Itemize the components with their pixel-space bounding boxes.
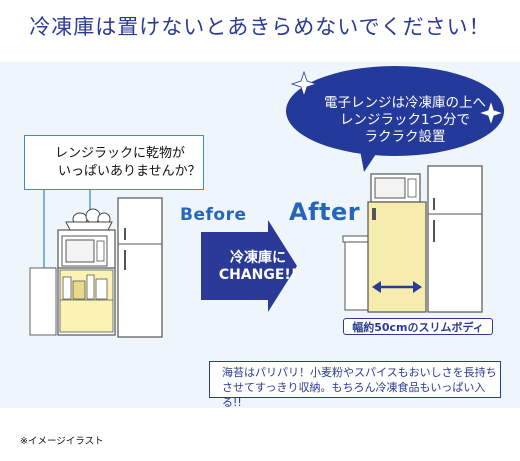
rack-callout-line-1: レンジラックに乾物が <box>55 146 186 161</box>
change-arrow-text: 冷凍庫に CHANGE!! <box>203 250 313 284</box>
before-refrigerator <box>117 197 163 338</box>
trash-bin <box>342 235 374 311</box>
speech-bubble-line-1: 電子レンジは冷凍庫の上へ <box>324 95 486 111</box>
after-microwave <box>370 173 421 203</box>
before-wall-panel <box>29 267 57 336</box>
change-arrow-line-2: CHANGE!! <box>218 267 298 283</box>
after-refrigerator <box>427 165 483 313</box>
speech-bubble-text: 電子レンジは冷凍庫の上へ レンジラック1つ分で ラクラク設置 <box>305 95 505 146</box>
speech-bubble <box>286 66 505 172</box>
storage-note-line-1: 海苔はパリパリ！小麦粉やスパイスもおいしさを長持ち <box>222 366 497 379</box>
storage-note-box: 海苔はパリパリ！小麦粉やスパイスもおいしさを長持ち させてすっきり収納。もちろん… <box>209 361 501 409</box>
storage-note-line-2: させてすっきり収納。もちろん冷凍食品もいっぱい入る!! <box>222 381 486 409</box>
before-label: Before <box>180 205 247 225</box>
after-label: After <box>289 198 361 226</box>
range-rack <box>57 229 116 336</box>
change-arrow <box>201 220 297 312</box>
headline: 冷凍庫は置けないとあきらめないでください！ <box>29 15 491 39</box>
rack-callout-line-2: いっぱいありませんか？ <box>58 164 201 179</box>
slim-freezer <box>367 201 427 313</box>
slim-body-badge: 幅約50cmのスリムボディ <box>343 318 493 335</box>
speech-bubble-line-3: ラクラク設置 <box>364 129 446 145</box>
speech-bubble-line-2: レンジラック1つ分で <box>339 112 471 128</box>
rack-callout: レンジラックに乾物が いっぱいありませんか？ <box>24 135 204 190</box>
width-arrow <box>372 281 422 293</box>
change-arrow-line-1: 冷凍庫に <box>230 250 286 266</box>
fruit-basket <box>65 208 113 231</box>
image-footnote: ※イメージイラスト <box>20 436 104 447</box>
